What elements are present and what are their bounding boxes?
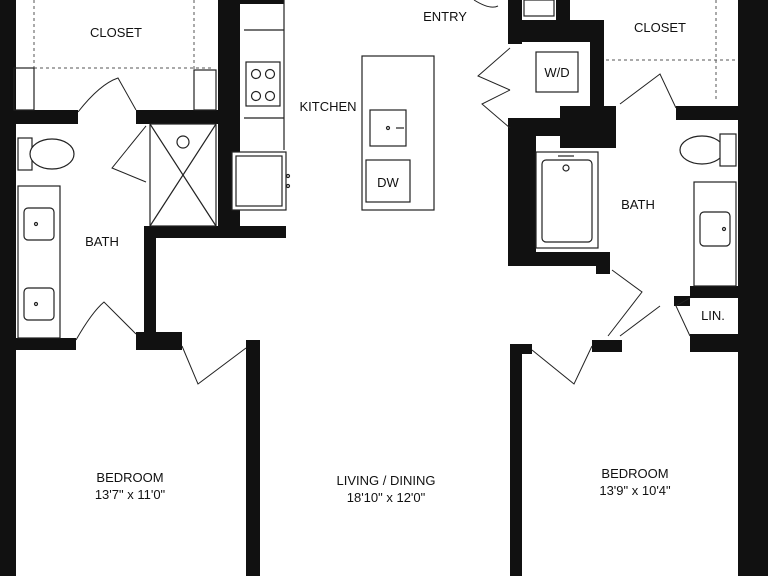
bedroom-right-name: BEDROOM [601,466,668,481]
kitchen-label: KITCHEN [299,99,356,114]
bath-left-label: BATH [85,234,119,249]
closet-left-label: CLOSET [90,25,142,40]
bath-right-label: BATH [621,197,655,212]
entry-label: ENTRY [423,9,467,24]
room-labels: CLOSET ENTRY CLOSET KITCHEN W/D DW BATH … [85,9,725,505]
closet-right-label: CLOSET [634,20,686,35]
closet-shelving [13,0,738,111]
bedroom-left-size: 13'7" x 11'0" [95,487,166,502]
linen-label: LIN. [701,308,725,323]
dishwasher-label: DW [377,175,399,190]
left-bath-fixtures [17,123,217,339]
doors [75,77,593,385]
bedroom-right-size: 13'9" x 10'4" [599,483,671,498]
laundry-fixtures [473,0,579,129]
bedroom-left-name: BEDROOM [96,470,163,485]
living-name: LIVING / DINING [337,473,436,488]
living-size: 18'10" x 12'0" [347,490,426,505]
right-bath-fixtures [535,73,737,337]
washer-dryer-label: W/D [544,65,569,80]
kitchen-fixtures [231,0,435,211]
